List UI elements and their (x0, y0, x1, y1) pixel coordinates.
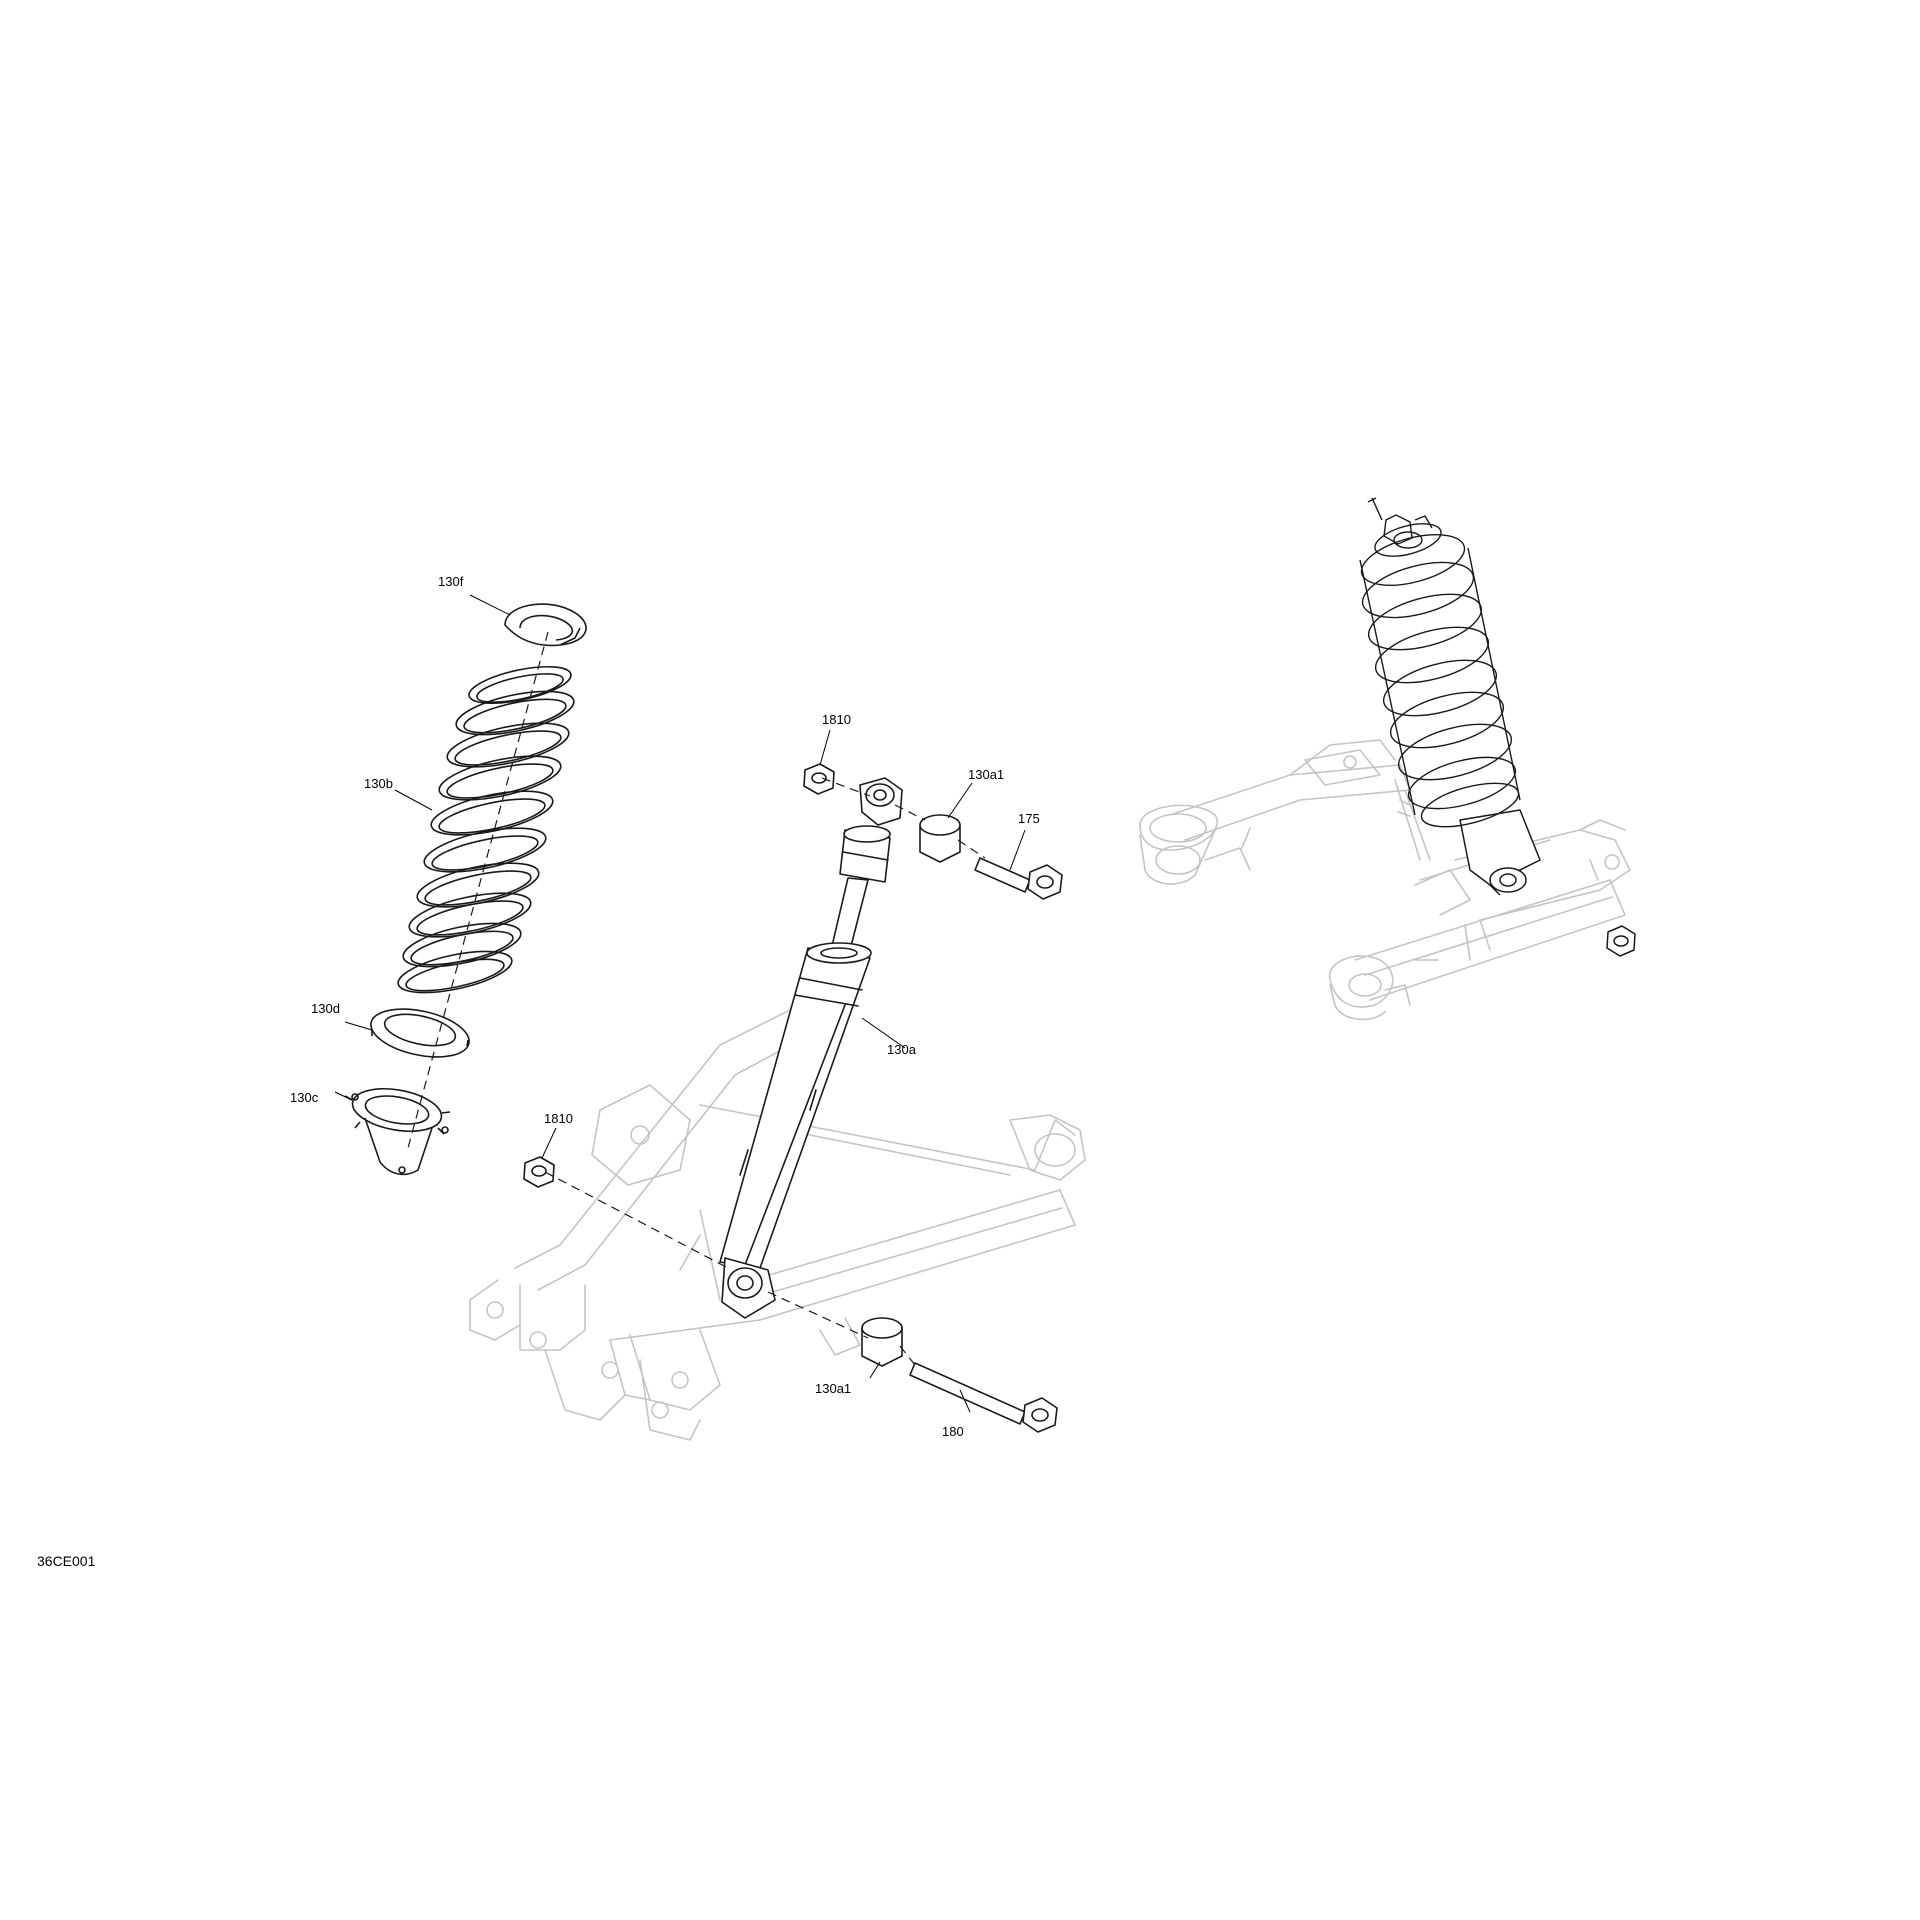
leader-lines (334, 594, 1026, 1413)
lower-adapter-130c (344, 1088, 451, 1176)
diagram-code: 36CE001 (37, 1553, 96, 1569)
callout-130a1-bottom[interactable]: 130a1 (815, 1381, 852, 1396)
callout-130f[interactable]: 130f (438, 574, 464, 589)
spring-stack-exploded (344, 603, 587, 1176)
callout-130a[interactable]: 130a (887, 1042, 916, 1057)
lower-hardware (523, 1156, 1058, 1433)
callout-1810-bottom[interactable]: 1810 (544, 1111, 573, 1126)
callout-130d[interactable]: 130d (311, 1001, 340, 1016)
bolt-180 (909, 1362, 1026, 1425)
bolt-175 (974, 857, 1031, 893)
callout-1810-top[interactable]: 1810 (822, 712, 851, 727)
shock-absorber-130a[interactable] (719, 777, 903, 1319)
callout-130b[interactable]: 130b (364, 776, 393, 791)
callout-180[interactable]: 180 (942, 1424, 964, 1439)
spring-seat-130d (370, 1008, 470, 1058)
upper-retainer-130f (504, 603, 587, 647)
coil-spring-130b (397, 665, 575, 994)
explode-axis-lines (407, 631, 986, 1366)
callout-130a1-top[interactable]: 130a1 (968, 767, 1005, 782)
assembled-view (1139, 497, 1636, 1021)
callout-130c[interactable]: 130c (290, 1090, 319, 1105)
callout-175[interactable]: 175 (1018, 811, 1040, 826)
upper-hardware (803, 763, 1063, 900)
